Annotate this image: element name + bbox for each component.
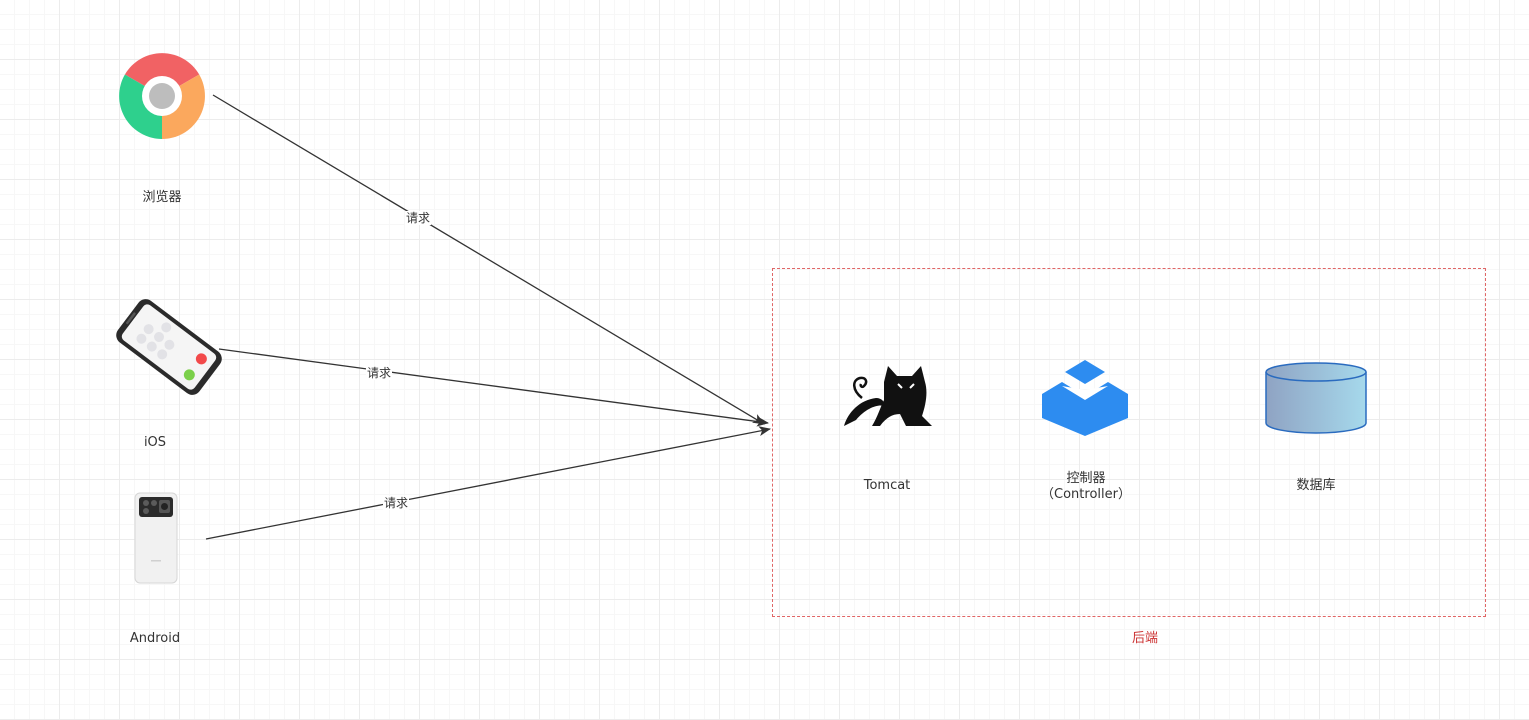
android-label: Android bbox=[129, 631, 181, 646]
browser-label: 浏览器 bbox=[142, 190, 182, 205]
controller-label-line2: （Controller） bbox=[1041, 487, 1131, 502]
ios-node[interactable] bbox=[116, 296, 222, 402]
smartphone-icon bbox=[116, 299, 222, 395]
chrome-icon bbox=[119, 53, 205, 139]
edge-label-ios: 请求 bbox=[366, 366, 393, 380]
tomcat-node[interactable] bbox=[842, 364, 934, 430]
edge-android-to-backend[interactable] bbox=[205, 426, 771, 540]
ios-label: iOS bbox=[143, 435, 167, 450]
tomcat-label: Tomcat bbox=[863, 478, 911, 493]
android-phone-icon bbox=[134, 492, 178, 584]
tomcat-icon bbox=[844, 366, 932, 426]
backend-group[interactable] bbox=[772, 268, 1486, 617]
controller-label-line1: 控制器 bbox=[1066, 471, 1106, 486]
browser-node[interactable] bbox=[118, 52, 206, 140]
edge-ios-to-backend[interactable] bbox=[218, 348, 769, 427]
database-label: 数据库 bbox=[1296, 478, 1336, 493]
backend-group-label: 后端 bbox=[1131, 631, 1158, 646]
database-node[interactable] bbox=[1264, 361, 1368, 435]
controller-cube-icon bbox=[1042, 360, 1128, 436]
android-node[interactable] bbox=[134, 492, 178, 584]
edge-label-browser: 请求 bbox=[405, 211, 432, 225]
database-cylinder-icon bbox=[1265, 362, 1367, 434]
controller-node[interactable] bbox=[1042, 358, 1128, 438]
controller-label: 控制器 （Controller） bbox=[1026, 471, 1146, 503]
edge-label-android: 请求 bbox=[383, 496, 410, 510]
edge-browser-to-backend[interactable] bbox=[212, 94, 765, 425]
